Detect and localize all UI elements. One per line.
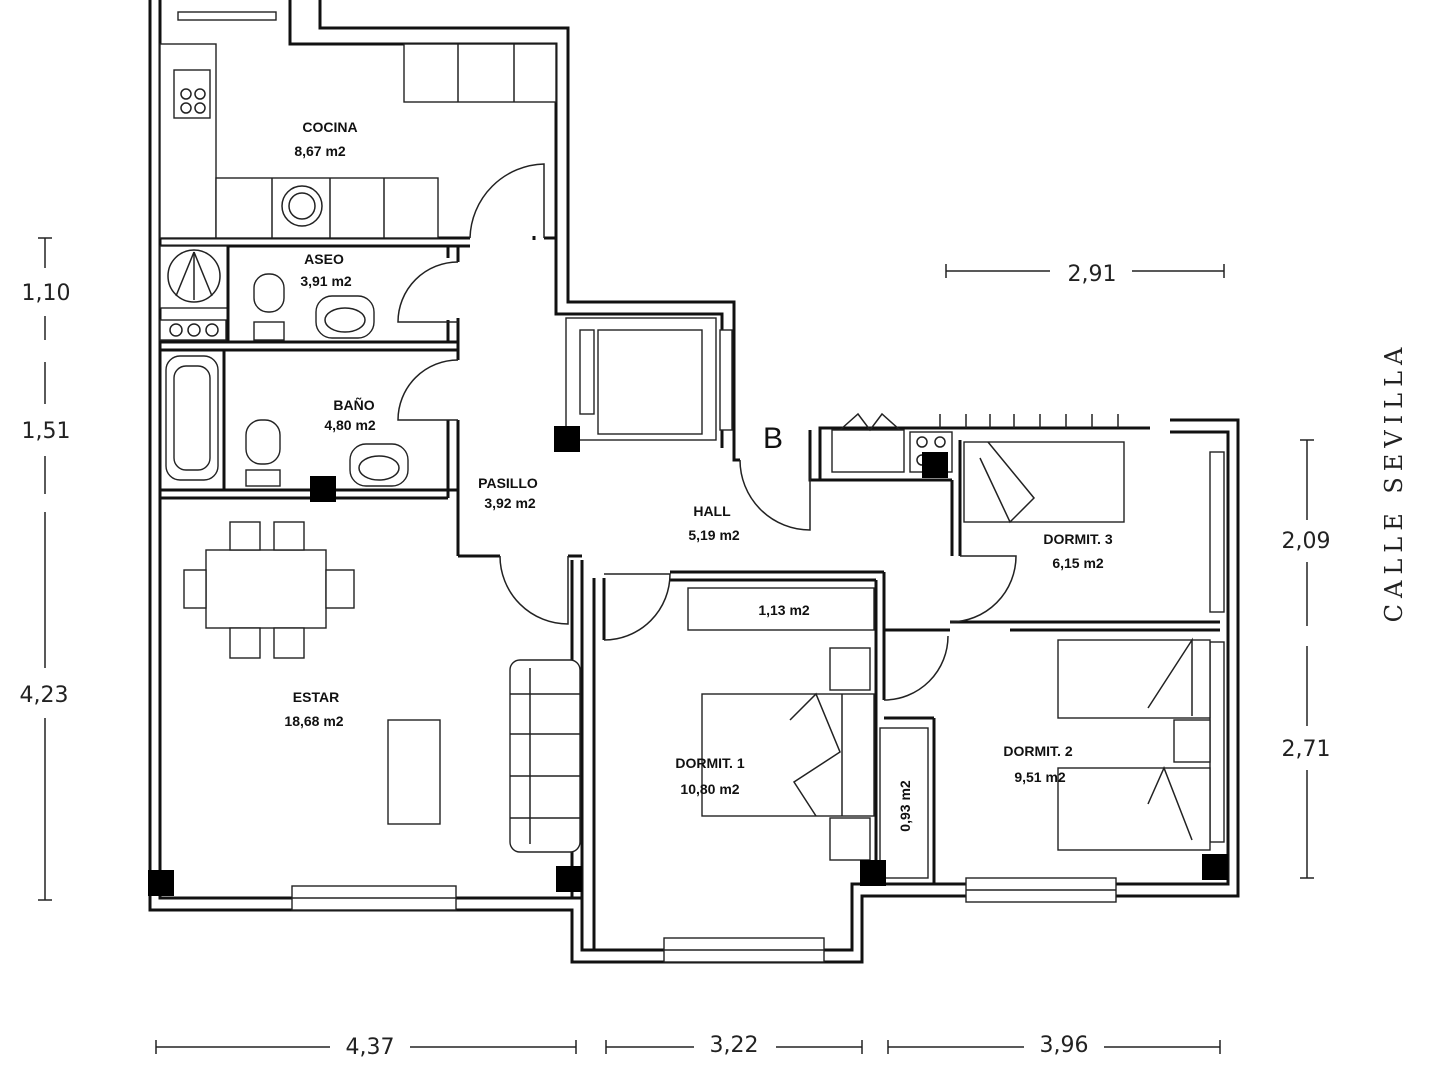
column [860, 860, 886, 886]
dimension-left-2: 1,51 [22, 419, 71, 444]
column [148, 870, 174, 896]
room-name-cocina: COCINA [302, 119, 357, 135]
room-area-dormit2: 9,51 m2 [1014, 769, 1066, 785]
column [922, 452, 948, 478]
room-area-pasillo: 3,92 m2 [484, 495, 536, 511]
room-area-aseo: 3,91 m2 [300, 273, 352, 289]
room-area-dormit1: 10,80 m2 [680, 781, 739, 797]
room-area-closet2: 0,93 m2 [897, 780, 913, 832]
dimension-left-1: 1,10 [22, 281, 71, 306]
room-area-estar: 18,68 m2 [284, 713, 343, 729]
column [556, 866, 582, 892]
dimension-bottom-3: 3,96 [1040, 1033, 1089, 1058]
kitchen-furniture [159, 43, 557, 239]
dimension-left-3: 4,23 [20, 683, 69, 708]
bedroom-furniture [687, 441, 1211, 879]
door-swings [397, 163, 1017, 701]
elevator [565, 317, 717, 441]
structural-columns [148, 426, 1228, 896]
column [554, 426, 580, 452]
column [310, 476, 336, 502]
room-area-dormit3: 6,15 m2 [1052, 555, 1104, 571]
dimension-top: 2,91 [1068, 262, 1117, 287]
room-area-hall: 5,19 m2 [688, 527, 740, 543]
dimension-right-1: 2,09 [1282, 529, 1331, 554]
room-area-closet1: 1,13 m2 [758, 602, 810, 618]
bathroom-fixtures [159, 245, 409, 490]
street-name: CALLE SEVILLA [1380, 342, 1408, 623]
living-furniture [183, 521, 581, 853]
dimension-lines: 1,10 1,51 4,23 2,09 2,71 2,91 4,37 3,22 [20, 237, 1331, 1060]
room-name-estar: ESTAR [293, 689, 339, 705]
room-name-bano: BAÑO [333, 396, 374, 413]
room-name-dormit2: DORMIT. 2 [1003, 743, 1072, 759]
unit-letter: B [763, 422, 783, 455]
room-area-cocina: 8,67 m2 [294, 143, 346, 159]
column [1202, 854, 1228, 880]
dimension-bottom-1: 4,37 [346, 1035, 395, 1060]
room-name-dormit3: DORMIT. 3 [1043, 531, 1112, 547]
dimension-bottom-2: 3,22 [710, 1033, 759, 1058]
room-name-pasillo: PASILLO [478, 475, 538, 491]
room-name-hall: HALL [693, 503, 731, 519]
room-area-bano: 4,80 m2 [324, 417, 376, 433]
room-name-dormit1: DORMIT. 1 [675, 755, 744, 771]
dimension-right-2: 2,71 [1282, 737, 1331, 762]
windows [177, 11, 1225, 963]
room-labels: COCINA 8,67 m2 ASEO 3,91 m2 BAÑO 4,80 m2… [284, 119, 1112, 832]
room-name-aseo: ASEO [304, 251, 344, 267]
